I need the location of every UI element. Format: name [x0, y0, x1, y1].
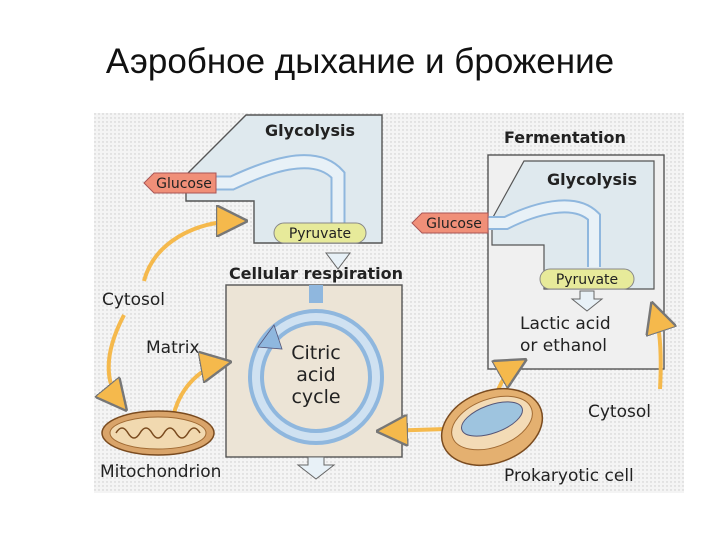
- glycolysis-label-left: Glycolysis: [265, 121, 355, 140]
- matrix-label: Matrix: [146, 338, 200, 358]
- citric-acid-cycle-ring-inner: [252, 313, 380, 441]
- citric-acid-cycle-arrowhead: [257, 324, 283, 350]
- pyruvate-to-products-arrow: [570, 290, 604, 312]
- fermentation-label: Fermentation: [504, 128, 626, 147]
- prokaryote-to-respiration-arrow: [384, 429, 447, 431]
- cytosol-to-mitochondrion-arrow: [109, 314, 124, 405]
- mitochondrion-icon: [101, 410, 215, 456]
- glycolysis-flow-arrow-left-outline: [212, 156, 344, 225]
- glucose-label-left: Glucose: [156, 176, 212, 192]
- prokaryotic-cell-icon: [440, 388, 544, 466]
- pyruvate-pill-left: [273, 222, 367, 244]
- respiration-output-arrow: [296, 456, 336, 480]
- mitochondrion-to-matrix-arrow: [172, 363, 224, 414]
- citric-acid-cycle-line-3: cycle: [291, 386, 340, 408]
- respiration-fermentation-diagram: Glycolysis Glucose Pyruvate Cellular res…: [94, 113, 684, 493]
- mitochondrion-label: Mitochondrion: [100, 462, 221, 482]
- glycolysis-arrowhead-left: [325, 252, 351, 270]
- glucose-label-right: Glucose: [426, 216, 482, 232]
- citric-acid-cycle-line-2: acid: [296, 364, 335, 386]
- products-line-1: Lactic acid: [520, 314, 611, 334]
- glucose-tag-right: [411, 212, 489, 234]
- pyruvate-pill-right: [539, 268, 635, 290]
- cytosol-to-glycolysis-arrow: [142, 221, 240, 282]
- pyruvate-label-left: Pyruvate: [289, 226, 351, 242]
- glycolysis-flow-arrow-right-inner: [488, 201, 599, 267]
- cytosol-label-left: Cytosol: [102, 290, 165, 310]
- glucose-tag-left: [143, 172, 217, 194]
- cytosol-label-right: Cytosol: [588, 402, 651, 422]
- cytosol-to-fermentation-arrow: [654, 309, 661, 390]
- pyruvate-label-right: Pyruvate: [556, 272, 618, 288]
- prokaryotic-cell-label: Prokaryotic cell: [504, 466, 634, 486]
- citric-acid-cycle-line-1: Citric: [291, 342, 341, 364]
- cellular-respiration-label: Cellular respiration: [229, 264, 403, 283]
- products-line-2: or ethanol: [520, 336, 607, 356]
- slide-title: Аэробное дыхание и брожение: [105, 42, 615, 81]
- glycolysis-label-right: Glycolysis: [547, 170, 637, 189]
